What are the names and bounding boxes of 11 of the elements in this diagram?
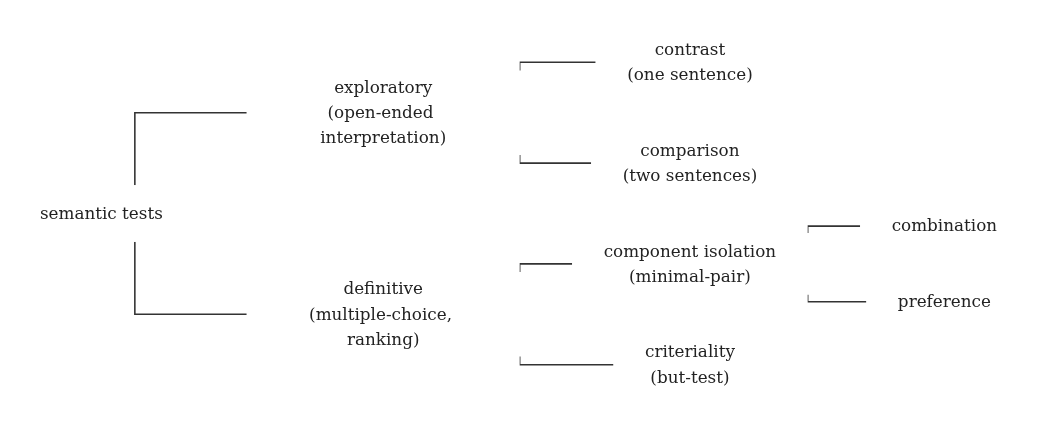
node-text: preference <box>897 291 991 312</box>
node-text: exploratory (open-ended interpretation) <box>320 77 447 148</box>
node-text: comparison (two sentences) <box>622 140 758 186</box>
node-text: criteriality (but-test) <box>644 341 735 387</box>
node-text: combination <box>891 215 998 236</box>
node-text: semantic tests <box>39 203 163 223</box>
node-text: component isolation (minimal-pair) <box>603 240 777 286</box>
node-text: definitive (multiple-choice, ranking) <box>309 278 452 349</box>
node-text: contrast (one sentence) <box>627 39 753 85</box>
connector <box>134 241 248 316</box>
connector <box>134 111 248 186</box>
